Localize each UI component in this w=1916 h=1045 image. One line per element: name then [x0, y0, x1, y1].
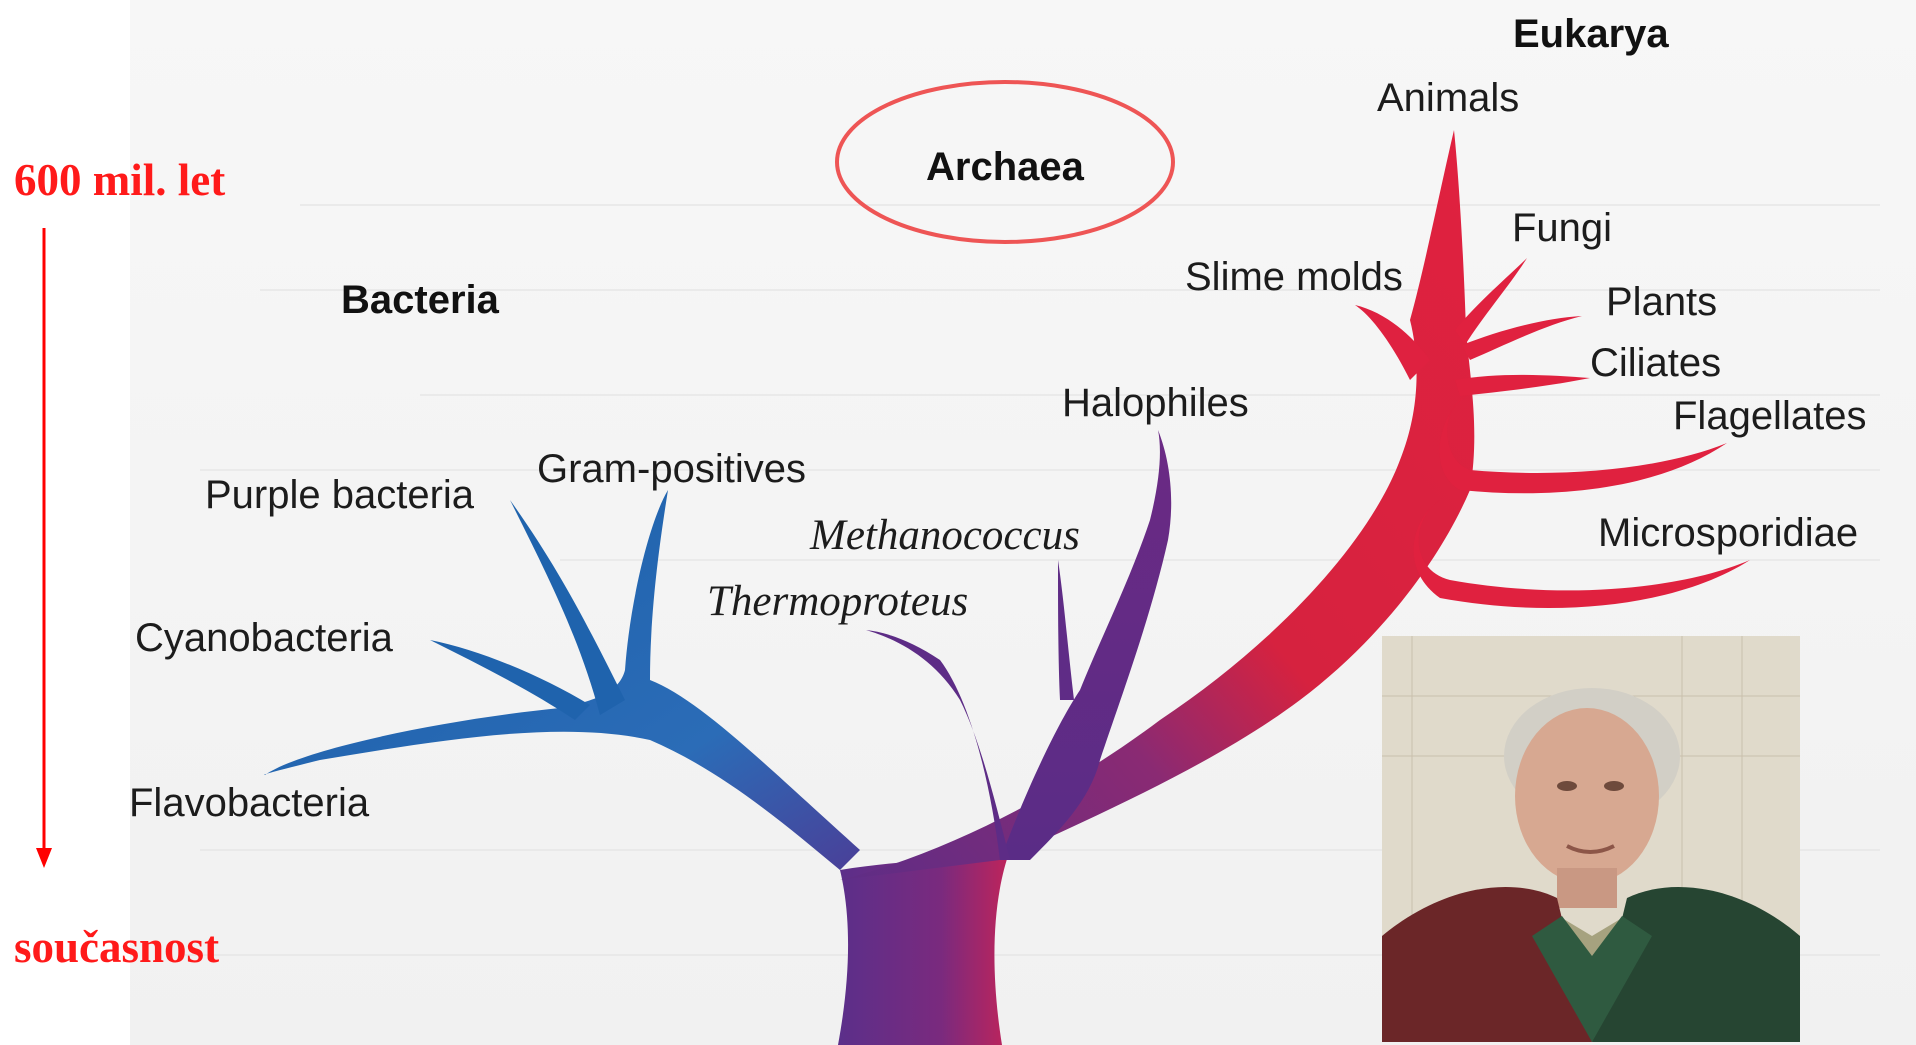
scientist-portrait-photo: [1382, 636, 1800, 1042]
label-purple-bacteria: Purple bacteria: [205, 475, 474, 515]
label-flagellates: Flagellates: [1673, 396, 1866, 436]
label-thermoproteus: Thermoproteus: [707, 580, 968, 623]
label-halophiles: Halophiles: [1062, 383, 1249, 423]
portrait-drawing: [1382, 636, 1800, 1042]
tree-trunk: [838, 850, 1010, 1045]
label-flavobacteria: Flavobacteria: [129, 783, 369, 823]
group-bacteria: Bacteria: [341, 280, 499, 320]
label-microsporidiae: Microsporidiae: [1598, 513, 1858, 553]
label-plants: Plants: [1606, 282, 1717, 322]
label-methanococcus: Methanococcus: [810, 514, 1080, 557]
timeline-top-label: 600 mil. let: [14, 158, 225, 203]
label-ciliates: Ciliates: [1590, 343, 1721, 383]
label-animals: Animals: [1377, 78, 1519, 118]
label-slime-molds: Slime molds: [1185, 257, 1403, 297]
timeline-arrow: [36, 228, 52, 868]
label-fungi: Fungi: [1512, 208, 1612, 248]
timeline-bottom-label: současnost: [14, 925, 219, 970]
label-cyanobacteria: Cyanobacteria: [135, 618, 393, 658]
label-gram-positives: Gram-positives: [537, 449, 806, 489]
group-eukarya: Eukarya: [1513, 14, 1669, 54]
group-archaea: Archaea: [926, 147, 1084, 187]
